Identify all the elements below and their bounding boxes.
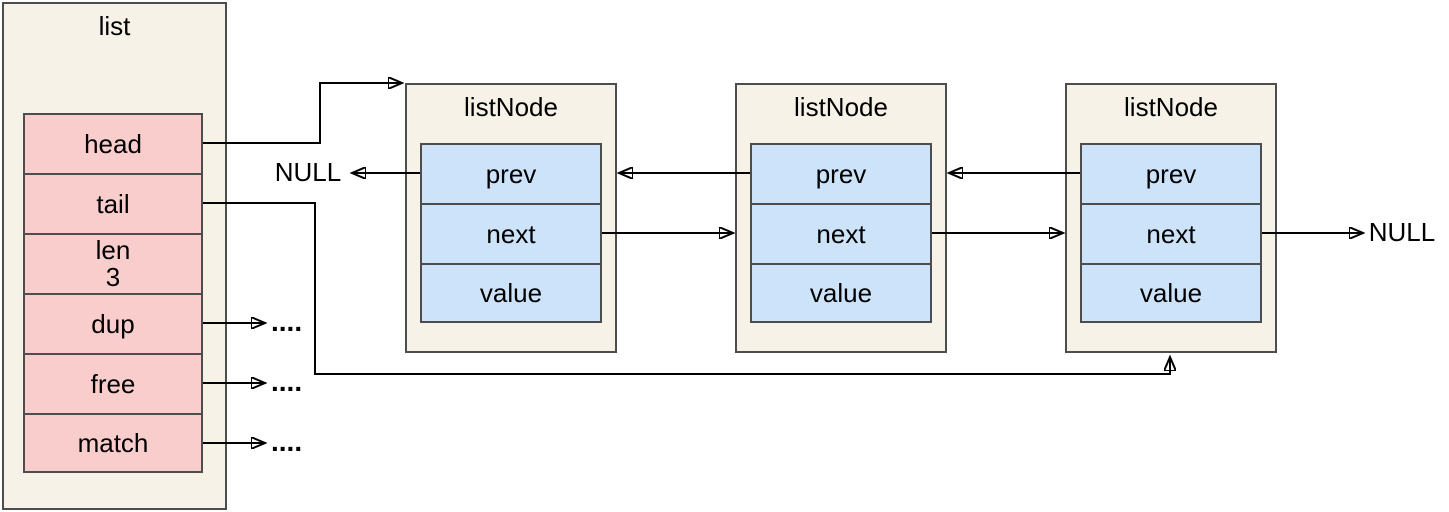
node2-field-next: next — [750, 203, 932, 263]
list-struct-box: list head tail len 3 dup free — [2, 2, 227, 510]
node3-field-value-label: value — [1139, 277, 1203, 308]
list-field-head: head — [23, 113, 203, 173]
list-struct-fields: head tail len 3 dup free match — [23, 113, 203, 473]
match-dots-label: .... — [271, 426, 303, 457]
arrow-tail-to-node3 — [203, 202, 1170, 375]
node3-field-next-label: next — [1146, 218, 1196, 249]
list-field-free-label: free — [90, 368, 136, 399]
arrow-head-to-node1 — [203, 83, 401, 144]
node2-field-value-label: value — [809, 277, 873, 308]
list-field-head-label: head — [84, 128, 142, 159]
node3-field-next: next — [1080, 203, 1262, 263]
list-field-free: free — [23, 353, 203, 413]
null-label-left: NULL — [274, 157, 342, 187]
list-field-dup-label: dup — [91, 308, 135, 339]
listnode-box-2: listNode prev next value — [735, 83, 947, 353]
list-field-dup: dup — [23, 293, 203, 353]
listnode-fields-3: prev next value — [1080, 143, 1262, 323]
node1-field-next: next — [420, 203, 602, 263]
node2-field-next-label: next — [816, 218, 866, 249]
list-field-match: match — [23, 413, 203, 473]
listnode-fields-2: prev next value — [750, 143, 932, 323]
list-struct-title: list — [98, 11, 131, 41]
listnode-title-3: listNode — [1124, 92, 1218, 122]
node1-field-prev-label: prev — [485, 158, 537, 189]
node1-field-value: value — [420, 263, 602, 323]
node3-field-prev: prev — [1080, 143, 1262, 203]
node1-field-prev: prev — [420, 143, 602, 203]
listnode-box-3: listNode prev next value — [1065, 83, 1277, 353]
list-field-tail-label: tail — [96, 188, 130, 219]
listnode-title-2: listNode — [794, 92, 888, 122]
list-field-len-value: 3 — [105, 262, 121, 292]
node2-field-value: value — [750, 263, 932, 323]
null-label-right: NULL — [1368, 217, 1436, 247]
list-field-len-label: len — [95, 235, 131, 265]
listnode-box-1: listNode prev next value — [405, 83, 617, 353]
list-field-tail: tail — [23, 173, 203, 233]
node2-field-prev: prev — [750, 143, 932, 203]
node2-field-prev-label: prev — [815, 158, 867, 189]
listnode-fields-1: prev next value — [420, 143, 602, 323]
free-dots-label: .... — [271, 366, 303, 397]
listnode-title-1: listNode — [464, 92, 558, 122]
list-field-len: len 3 — [23, 233, 203, 293]
dup-dots-label: .... — [271, 306, 303, 337]
node3-field-prev-label: prev — [1145, 158, 1197, 189]
node3-field-value: value — [1080, 263, 1262, 323]
node1-field-value-label: value — [479, 277, 543, 308]
list-field-match-label: match — [77, 427, 149, 458]
node1-field-next-label: next — [486, 218, 536, 249]
